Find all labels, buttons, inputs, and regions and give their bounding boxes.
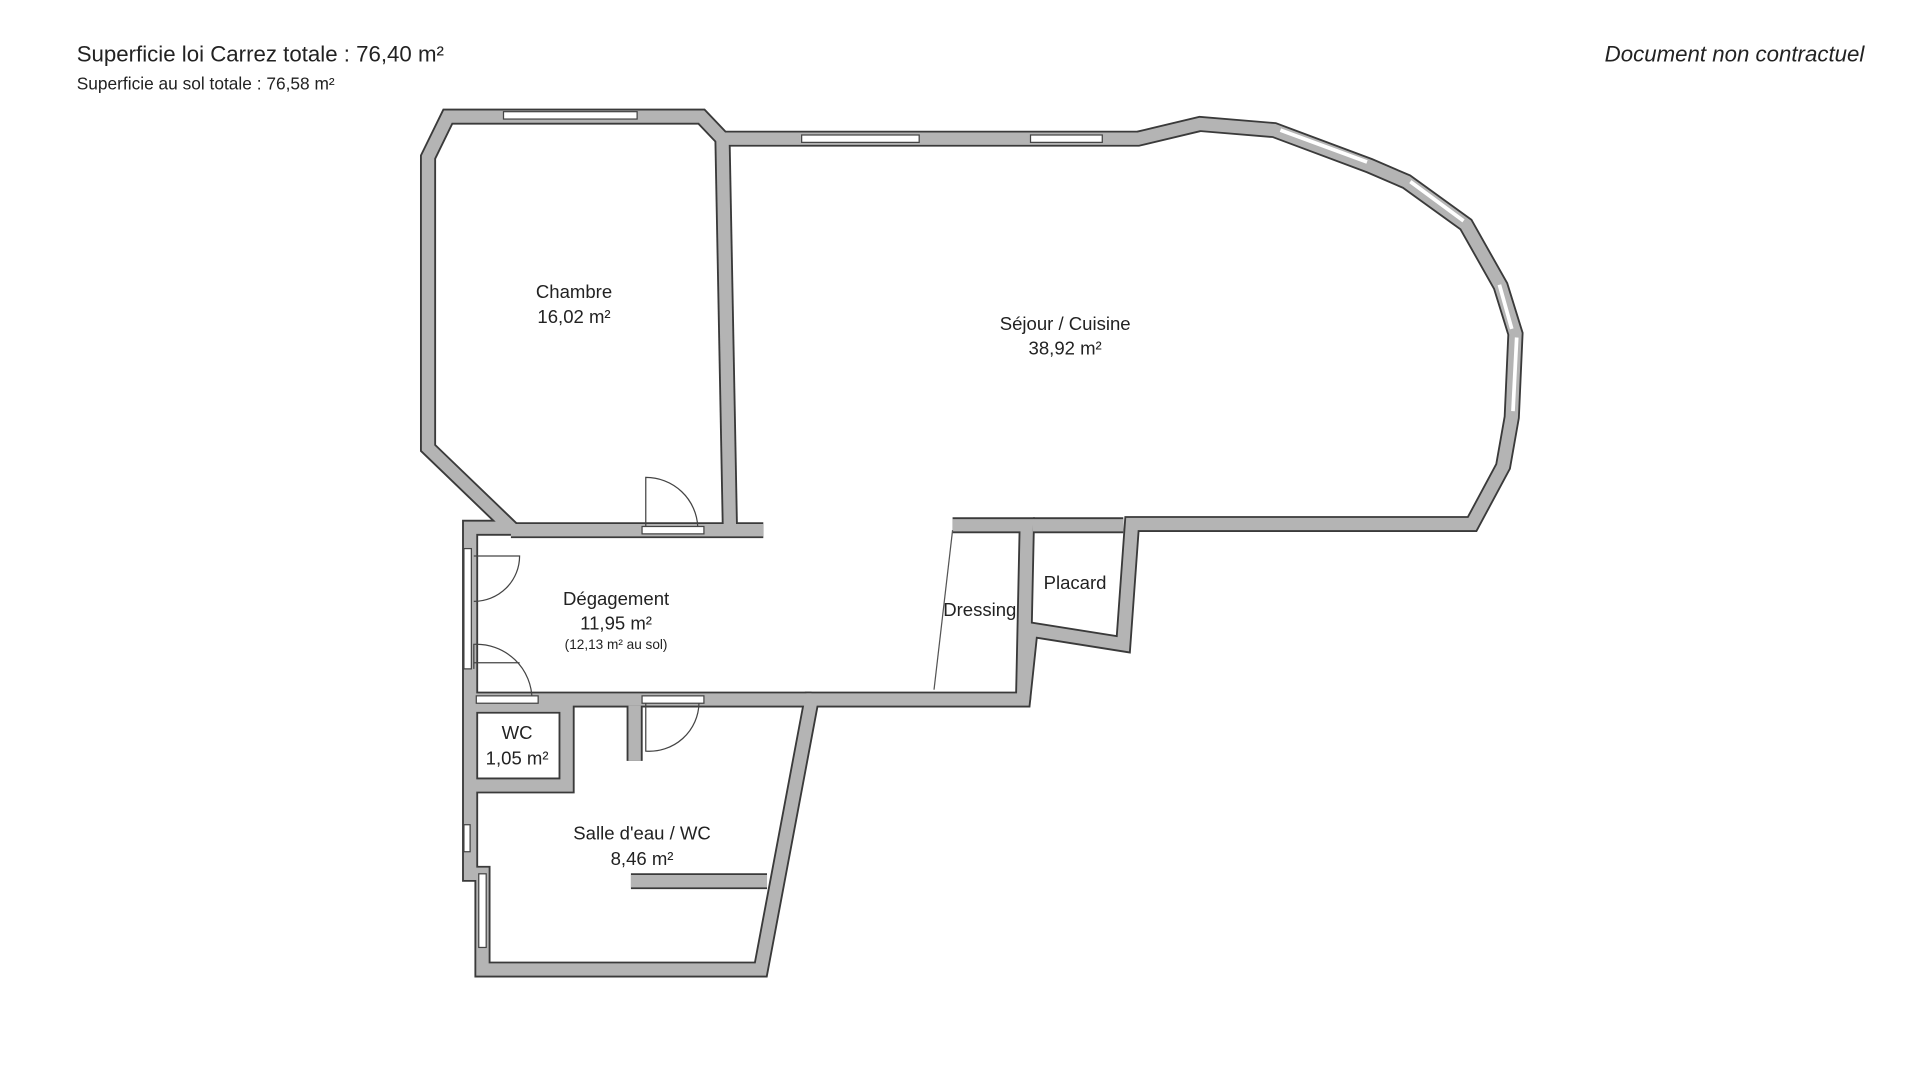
door-swing bbox=[645, 476, 699, 527]
room-placard-name: Placard bbox=[1044, 572, 1107, 593]
room-chambre-area: 16,02 m² bbox=[537, 306, 610, 327]
door-opening bbox=[641, 525, 705, 535]
window bbox=[1029, 134, 1103, 143]
door-opening bbox=[475, 695, 539, 704]
room-chambre-name: Chambre bbox=[536, 281, 612, 302]
room-labels: Chambre 16,02 m² Séjour / Cuisine 38,92 … bbox=[486, 281, 1131, 869]
door-swing bbox=[473, 555, 521, 602]
header: Superficie loi Carrez totale : 76,40 m² … bbox=[77, 41, 1866, 93]
doors bbox=[473, 476, 705, 752]
carrez-total: Superficie loi Carrez totale : 76,40 m² bbox=[77, 41, 444, 66]
room-degagement-area: 11,95 m² bbox=[580, 613, 652, 634]
room-wc-name: WC bbox=[502, 722, 533, 743]
room-degagement-name: Dégagement bbox=[563, 588, 669, 609]
sol-total: Superficie au sol totale : 76,58 m² bbox=[77, 74, 335, 94]
room-degagement-note: (12,13 m² au sol) bbox=[565, 637, 668, 652]
disclaimer: Document non contractuel bbox=[1605, 41, 1866, 66]
room-salle-eau-name: Salle d'eau / WC bbox=[573, 823, 711, 844]
room-dressing-name: Dressing bbox=[943, 599, 1016, 620]
window bbox=[463, 824, 471, 853]
room-wc-area: 1,05 m² bbox=[486, 748, 549, 769]
window bbox=[463, 547, 472, 670]
walls bbox=[420, 108, 1524, 978]
window bbox=[801, 134, 920, 143]
window bbox=[1279, 128, 1519, 412]
door-swing bbox=[473, 643, 533, 700]
room-salle-eau-area: 8,46 m² bbox=[611, 848, 674, 869]
room-sejour-area: 38,92 m² bbox=[1029, 338, 1102, 359]
windows bbox=[463, 111, 1519, 949]
door-swing bbox=[645, 703, 700, 752]
window bbox=[502, 111, 638, 120]
dressing-partition bbox=[933, 530, 954, 690]
window bbox=[478, 873, 487, 949]
door-opening bbox=[641, 695, 705, 704]
room-sejour-name: Séjour / Cuisine bbox=[1000, 313, 1131, 334]
